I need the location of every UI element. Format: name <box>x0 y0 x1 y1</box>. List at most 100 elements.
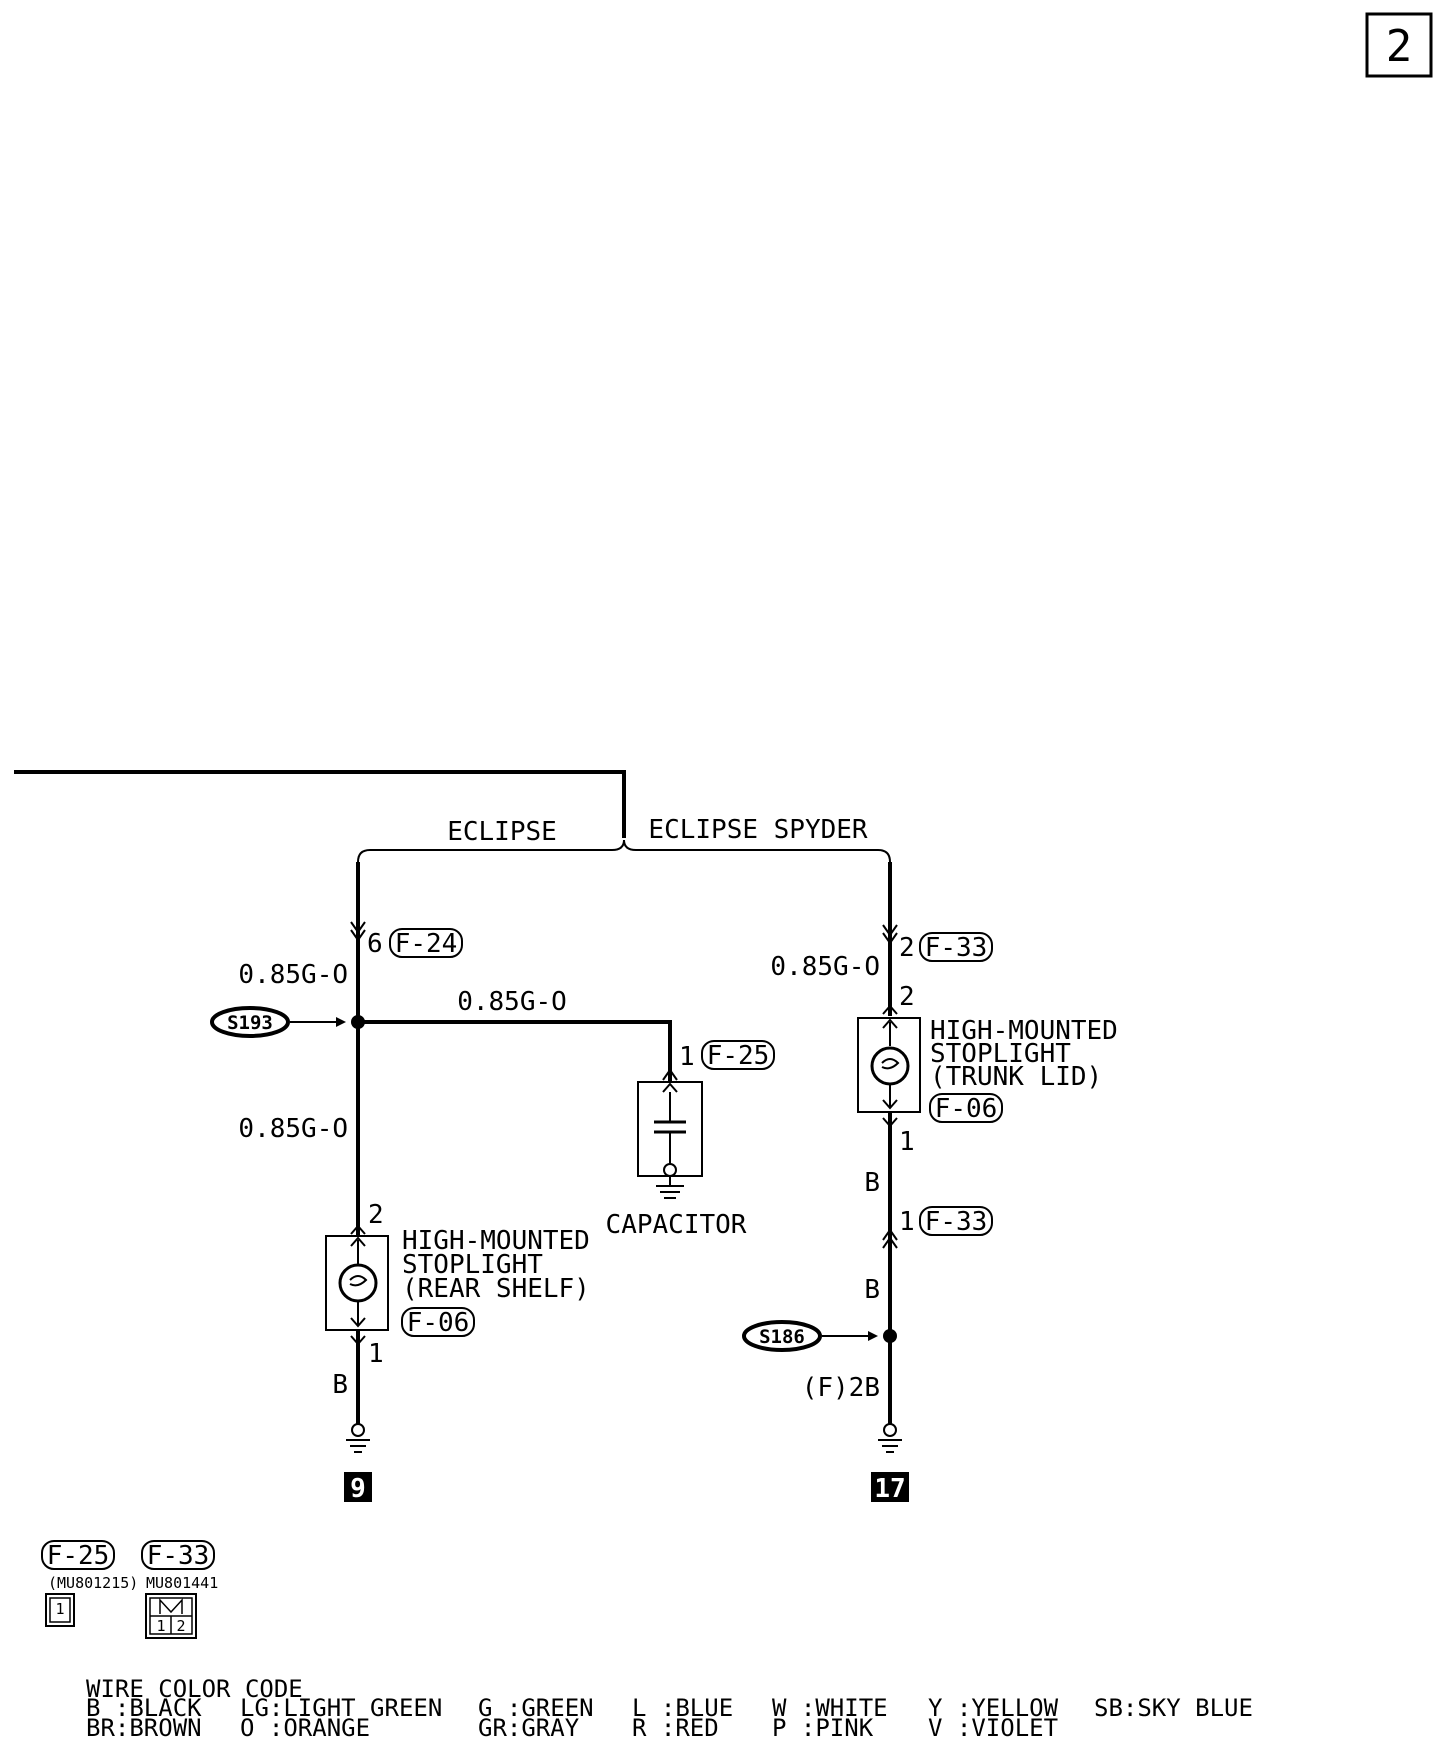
f33-bottom-label: F-33 <box>925 1207 988 1237</box>
f33-pin-bottom: 1 <box>899 1207 915 1237</box>
wire-color-entry: B :BLACK <box>86 1694 202 1722</box>
splice-s186-badge <box>742 1320 822 1352</box>
wire-color-entry: P :PINK <box>772 1714 874 1742</box>
f06-rear-tag <box>401 1307 475 1337</box>
legend-f25-label: F-25 <box>47 1541 110 1571</box>
variant-brace <box>357 839 891 863</box>
rear-pin-top: 2 <box>368 1200 384 1230</box>
trunk-pin-bottom: 1 <box>899 1127 915 1157</box>
wire-color-entry: Y :YELLOW <box>928 1694 1059 1722</box>
rear-pin-bottom: 1 <box>368 1339 384 1369</box>
legend-f33-label: F-33 <box>147 1541 210 1571</box>
branch-wire-label: 0.85G-O <box>457 987 567 1017</box>
ground-point-9: 9 <box>350 1474 366 1504</box>
wire-color-code-row2: BR:BROWN O :ORANGE GR:GRAY R :RED P :PIN… <box>86 1714 1058 1742</box>
rear-label-line1: HIGH-MOUNTED <box>402 1226 590 1256</box>
f33-top-arrow-icon <box>882 924 898 945</box>
legend-f33-tag <box>141 1540 215 1570</box>
capacitor-label: CAPACITOR <box>606 1210 747 1240</box>
f06-trunk-tag <box>929 1093 1003 1123</box>
wire-color-entry: O :ORANGE <box>240 1714 370 1742</box>
splice-s186-dot <box>883 1329 897 1343</box>
splice-s186-label: S186 <box>759 1326 805 1348</box>
trunk-arrow-inner-bottom-icon <box>882 1099 898 1110</box>
f33-bottom-tag <box>919 1206 993 1236</box>
wire-color-entry: SB:SKY BLUE <box>1094 1694 1253 1722</box>
ground-point-9-box <box>344 1472 372 1502</box>
trunk-arrow-inner-top-icon <box>882 1018 898 1029</box>
f25-arrow-icon <box>662 1068 678 1081</box>
ground-point-17-box <box>871 1472 909 1502</box>
capacitor-arrow-icon <box>662 1082 678 1093</box>
variant-label-eclipse: ECLIPSE <box>447 817 557 847</box>
rear-arrow-inner-bottom-icon <box>350 1317 366 1328</box>
page-number-box <box>1365 12 1433 78</box>
right-wire-top-label: 0.85G-O <box>770 952 880 982</box>
rear-arrow-inner-top-icon <box>350 1236 366 1247</box>
f24-pin: 6 <box>367 929 383 959</box>
trunk-label-line2: STOPLIGHT <box>930 1039 1071 1069</box>
f24-label: F-24 <box>395 929 458 959</box>
f33-pin-top: 2 <box>899 933 915 963</box>
wire-color-entry: GR:GRAY <box>478 1714 580 1742</box>
trunk-label-line3: (TRUNK LID) <box>930 1062 1102 1092</box>
rear-arrow-top-icon <box>350 1224 366 1235</box>
f24-tag <box>389 928 463 958</box>
splice-s193-badge <box>210 1006 290 1038</box>
legend-f33-connector-icon: 1 2 <box>145 1593 197 1639</box>
legend-f25-part: (MU801215) <box>48 1574 138 1592</box>
left-ground-icon <box>346 1423 370 1453</box>
f33-top-label: F-33 <box>925 933 988 963</box>
f25-label: F-25 <box>707 1041 770 1071</box>
wire-color-code-row1: B :BLACK LG:LIGHT GREEN G :GREEN L :BLUE… <box>86 1694 1253 1722</box>
rear-label-line2: STOPLIGHT <box>402 1250 543 1280</box>
wire-color-entry: LG:LIGHT GREEN <box>240 1694 442 1722</box>
feed-wire <box>14 770 626 838</box>
legend-f25-pin1: 1 <box>55 1600 64 1618</box>
trunk-arrow-bottom-icon <box>882 1117 898 1128</box>
wire-color-entry: BR:BROWN <box>86 1714 202 1742</box>
left-wire-top-label: 0.85G-O <box>238 960 348 990</box>
variant-label-spyder: ECLIPSE SPYDER <box>648 815 867 845</box>
right-wire-lower-label: B <box>864 1275 880 1305</box>
left-wire-bottom-label: B <box>332 1370 348 1400</box>
trunk-bulb-icon <box>870 1046 910 1086</box>
f33-top-tag <box>919 932 993 962</box>
legend-f33-part: MU801441 <box>146 1574 218 1592</box>
branch-wire <box>358 1020 672 1082</box>
bulb-icon <box>338 1263 378 1303</box>
page-number: 2 <box>1386 21 1413 72</box>
right-ground-icon <box>878 1423 902 1453</box>
wire-color-entry: G :GREEN <box>478 1694 594 1722</box>
right-wire-bottom-label: (F)2B <box>802 1373 880 1403</box>
f06-rear-label: F-06 <box>407 1308 470 1338</box>
splice-s193-dot <box>351 1015 365 1029</box>
wire-color-code-title: WIRE COLOR CODE <box>86 1675 303 1703</box>
f24-arrow-icon <box>350 921 366 942</box>
wire-color-entry: L :BLUE <box>632 1694 733 1722</box>
legend-f25-connector-icon: 1 <box>45 1593 75 1627</box>
splice-s193-arrow-icon <box>336 1017 346 1027</box>
rear-label-line3: (REAR SHELF) <box>402 1274 590 1304</box>
trunk-pin-top: 2 <box>899 982 915 1012</box>
ground-point-17: 17 <box>874 1474 905 1504</box>
wire-color-entry: R :RED <box>632 1714 719 1742</box>
right-wire-mid-label: B <box>864 1168 880 1198</box>
f25-tag <box>701 1040 775 1070</box>
splice-s186-arrow-icon <box>868 1331 878 1341</box>
legend-f33-pin1: 1 <box>156 1617 165 1635</box>
wire-color-entry: W :WHITE <box>772 1694 888 1722</box>
capacitor-icon <box>654 1092 686 1177</box>
f25-pin: 1 <box>679 1042 695 1072</box>
trunk-arrow-top-icon <box>882 1004 898 1015</box>
capacitor-ground-icon <box>656 1176 684 1199</box>
f06-trunk-label: F-06 <box>935 1094 998 1124</box>
splice-s193-label: S193 <box>227 1012 273 1034</box>
left-wire-mid-label: 0.85G-O <box>238 1114 348 1144</box>
legend-f25-tag <box>41 1540 115 1570</box>
f33-bottom-arrow-icon <box>882 1228 898 1249</box>
rear-arrow-bottom-icon <box>350 1335 366 1346</box>
wire-color-entry: V :VIOLET <box>928 1714 1058 1742</box>
trunk-label-line1: HIGH-MOUNTED <box>930 1016 1118 1046</box>
